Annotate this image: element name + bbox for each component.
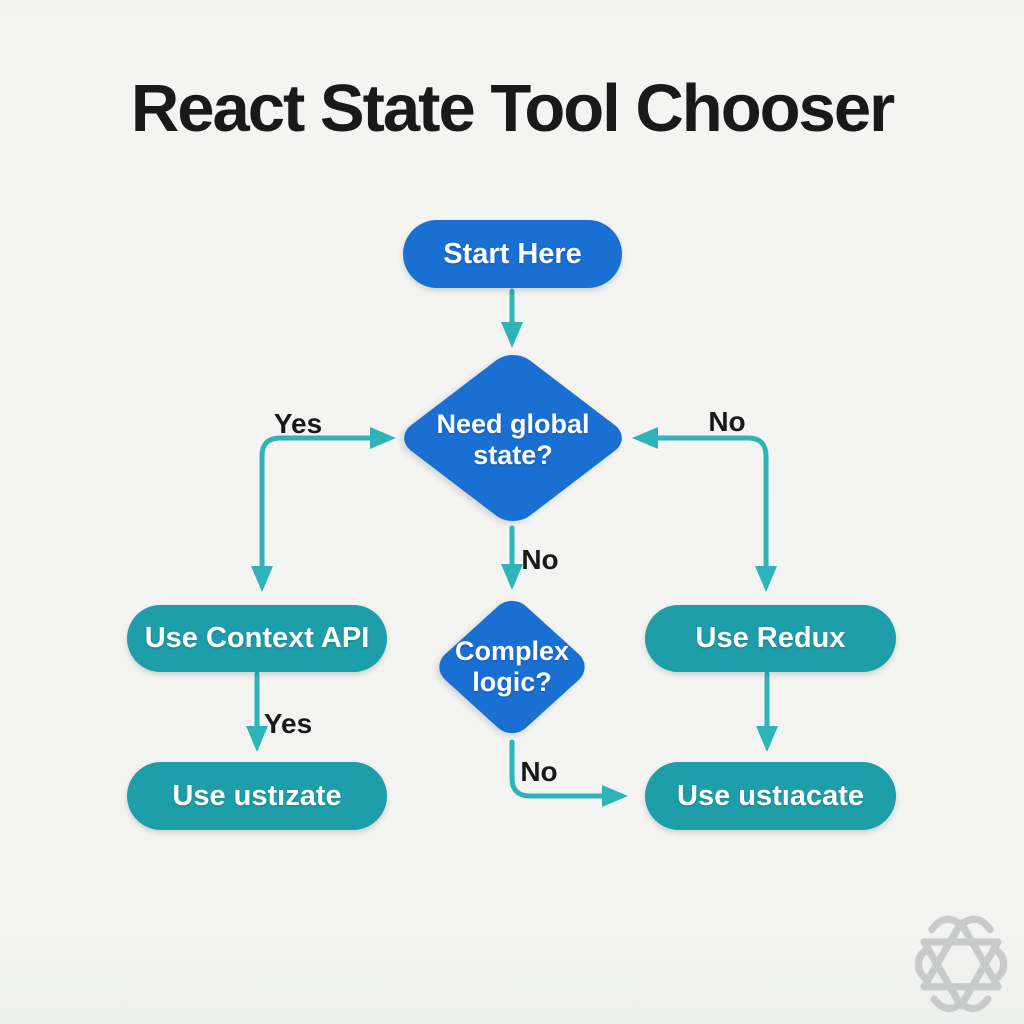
node-complex-logic-label: Complex logic? bbox=[454, 635, 570, 697]
page-title: React State Tool Chooser bbox=[130, 71, 895, 146]
node-start-label: Start Here bbox=[443, 237, 582, 270]
node-use-usestate: Use ustızate bbox=[127, 762, 387, 830]
edge-global-yes-corner bbox=[259, 427, 396, 589]
node-use-context-api-label: Use Context API bbox=[144, 622, 370, 654]
edge-label-yes-bottom-left: Yes bbox=[263, 708, 313, 739]
node-use-redux-label: Use Redux bbox=[695, 622, 846, 654]
node-use-context-api: Use Context API bbox=[127, 605, 387, 672]
node-use-usestate-label: Use ustızate bbox=[172, 779, 342, 812]
node-start: Start Here bbox=[403, 220, 622, 288]
edge-label-no-middle: No bbox=[521, 544, 559, 575]
edge-global-no-corner bbox=[632, 427, 769, 589]
edge-complex-no-to-usereducer bbox=[509, 739, 628, 807]
node-use-redux: Use Redux bbox=[645, 605, 896, 672]
node-need-global-state-label: Need global state? bbox=[436, 408, 590, 470]
edge-label-yes-left: Yes bbox=[273, 408, 323, 439]
edge-label-no-right: No bbox=[708, 406, 746, 437]
node-use-usereducer-label: Use ustıacate bbox=[677, 779, 864, 812]
node-use-usereducer: Use ustıacate bbox=[645, 762, 896, 830]
edge-label-no-bottom-middle: No bbox=[520, 756, 558, 787]
hexagram-logo-icon bbox=[914, 915, 1008, 1013]
